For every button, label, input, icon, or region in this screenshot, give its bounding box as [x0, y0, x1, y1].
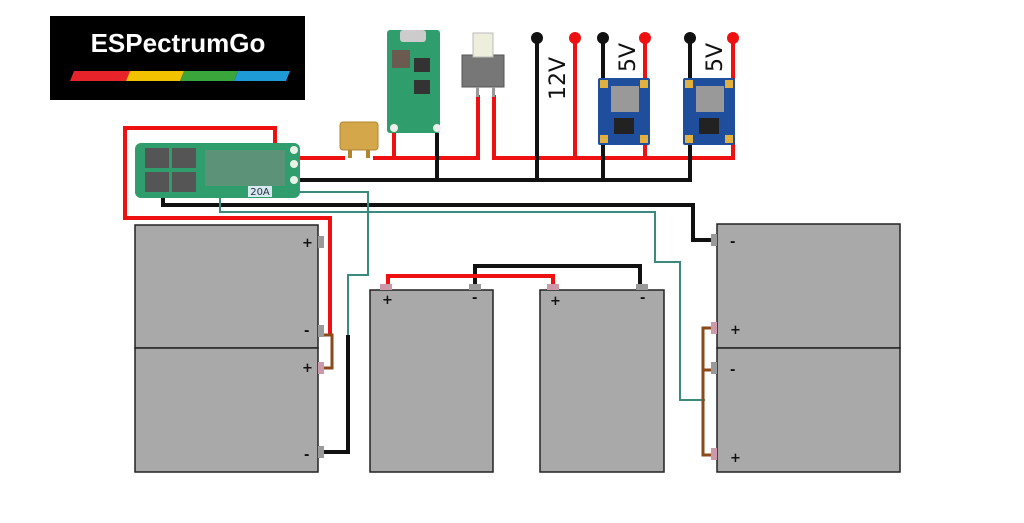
svg-text:-: -	[304, 448, 309, 463]
svg-text:+: +	[302, 361, 313, 376]
terminal-12v-positive	[569, 32, 581, 44]
battery-middle-2: + -	[539, 284, 665, 473]
logo-stripe-red	[70, 71, 130, 81]
bms-board: 20A	[135, 143, 300, 198]
battery-left-top: + -	[134, 224, 324, 349]
svg-text:-: -	[304, 324, 309, 339]
label-12v: 12V	[546, 57, 571, 100]
logo-stripe-green	[180, 71, 238, 81]
svg-text:-: -	[472, 291, 477, 306]
wire-fuse-to-switch	[373, 95, 480, 160]
svg-text:-: -	[730, 235, 735, 250]
logo: ESPectrumGo	[50, 16, 305, 100]
series-link-left	[320, 333, 334, 370]
svg-text:+: +	[302, 236, 313, 251]
wire-left-to-mid	[320, 335, 350, 454]
terminal-12v-negative	[531, 32, 543, 44]
charger-module	[387, 30, 441, 133]
svg-text:+: +	[730, 323, 741, 338]
balance-wire-1	[298, 191, 369, 335]
power-switch[interactable]	[461, 32, 505, 97]
svg-text:-: -	[640, 291, 645, 306]
buck-converter-2	[683, 78, 735, 145]
svg-text:+: +	[382, 293, 393, 308]
battery-left-bottom: + -	[134, 347, 324, 473]
wire-bms-battery-positive	[123, 126, 332, 335]
balance-wire-2	[219, 196, 705, 401]
wire-mid-series	[386, 274, 555, 290]
wires	[123, 38, 735, 457]
series-link-right-2	[701, 368, 715, 457]
bms-rating-label: 20A	[250, 187, 270, 198]
logo-stripe-yellow	[126, 71, 184, 81]
battery-right-top: - +	[711, 223, 901, 349]
terminal-5v-1-negative	[597, 32, 609, 44]
battery-middle-1: + -	[369, 284, 494, 473]
terminal-5v-1-positive	[639, 32, 651, 44]
svg-text:+: +	[550, 294, 561, 309]
fuse-icon	[339, 121, 379, 151]
battery-right-bottom: - +	[711, 347, 901, 473]
label-5v-2: 5V	[703, 43, 728, 72]
terminal-5v-2-negative	[684, 32, 696, 44]
output-terminals: 12V 5V 5V	[531, 32, 739, 100]
terminal-5v-2-positive	[727, 32, 739, 44]
label-5v-1: 5V	[616, 43, 641, 72]
logo-stripe-blue	[234, 71, 290, 81]
svg-text:-: -	[730, 363, 735, 378]
buck-converter-1	[598, 78, 650, 145]
wire-bms-battery-negative	[161, 196, 717, 242]
svg-text:+: +	[730, 451, 741, 466]
logo-text: ESPectrumGo	[91, 28, 266, 58]
